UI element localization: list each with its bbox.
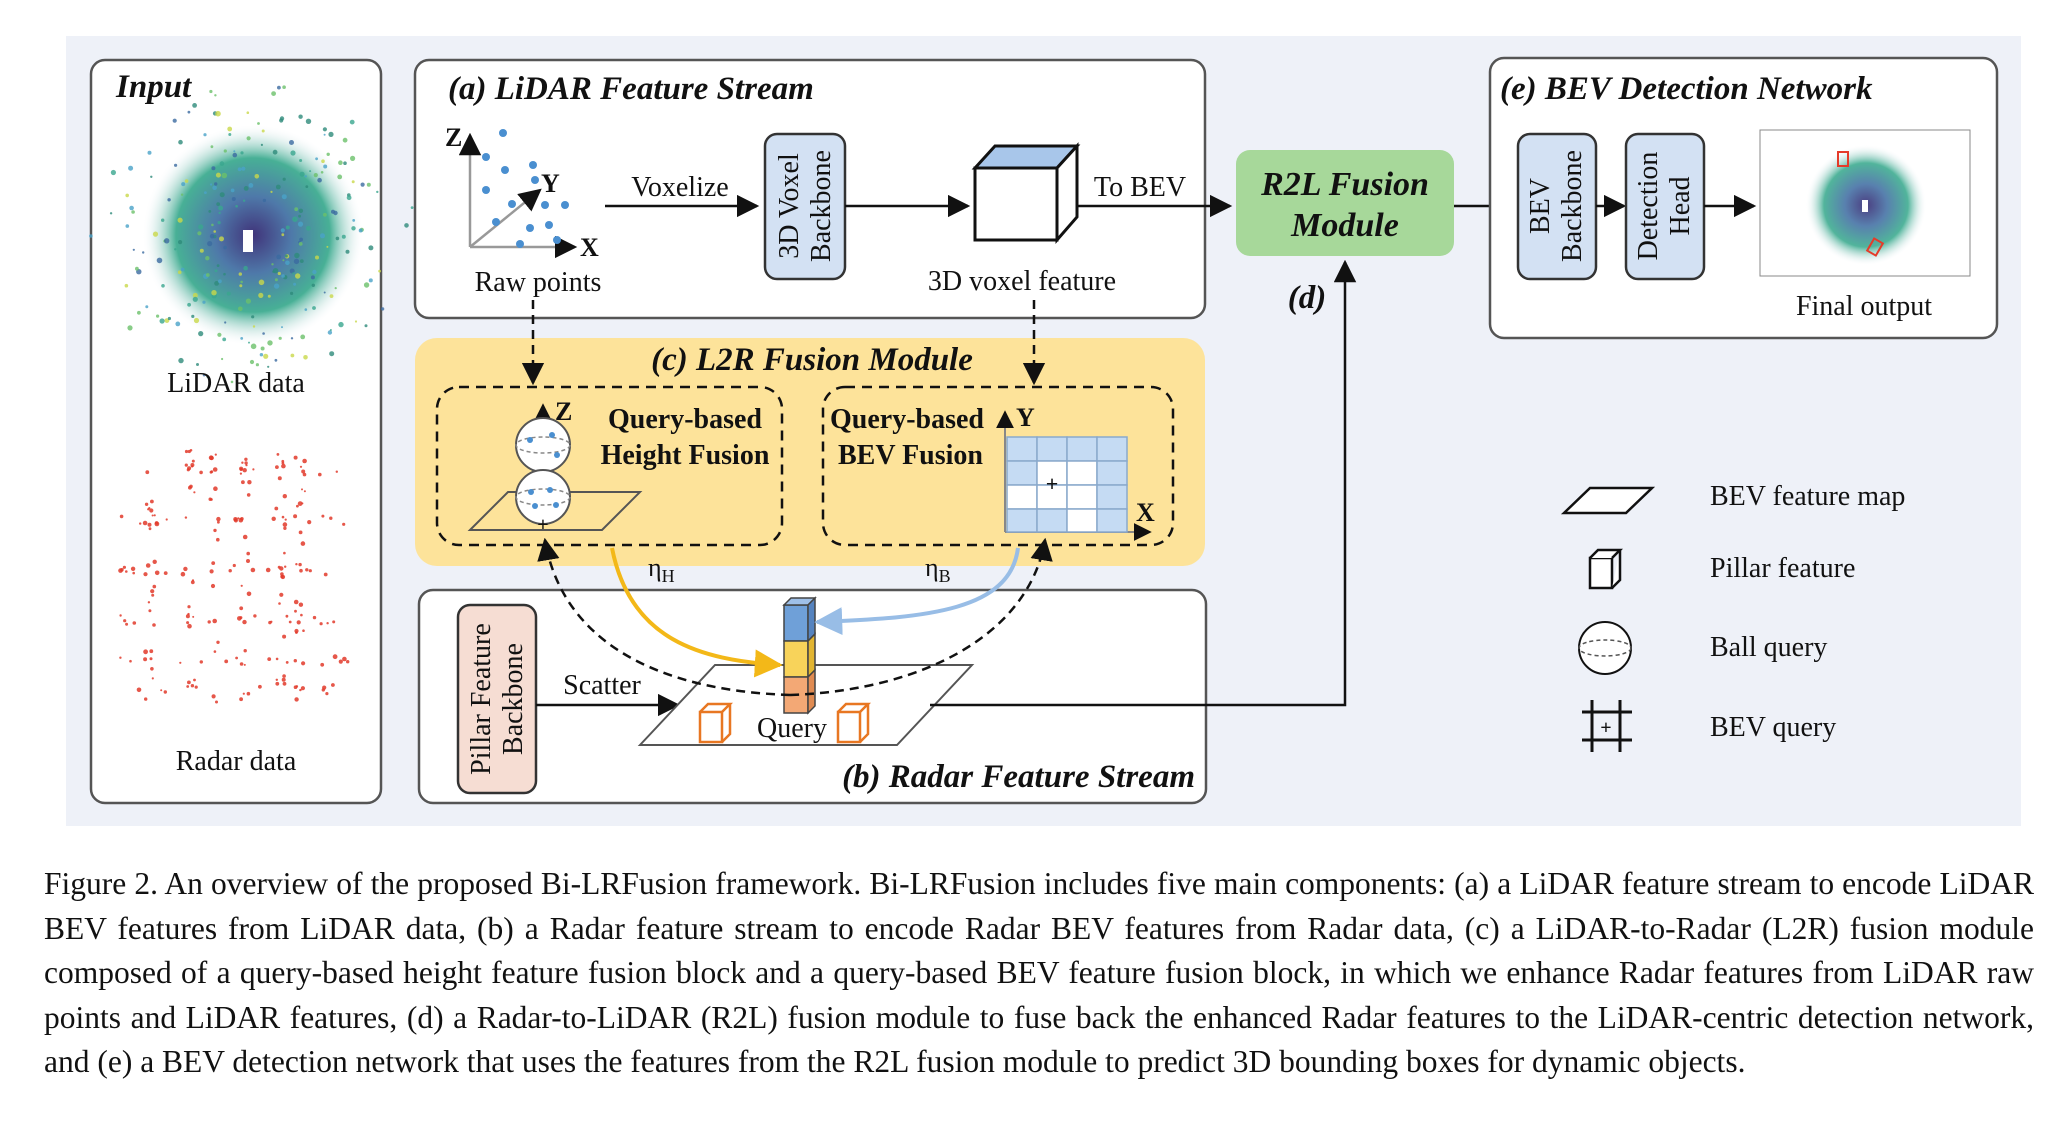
svg-text:Height Fusion: Height Fusion (601, 440, 770, 471)
framework-diagram: Input LiDAR data Radar data (a) LiDAR Fe… (66, 36, 2021, 826)
lidar-point-cloud-image (89, 85, 430, 384)
radar-feature-stream-panel: Pillar Feature Backbone Scatter Query (b… (417, 588, 1208, 805)
figure-caption: Figure 2. An overview of the proposed Bi… (44, 866, 2034, 1079)
svg-text:BEV: BEV (1525, 178, 1556, 234)
input-panel: Input LiDAR data Radar data (89, 58, 430, 805)
axis-y-label: Y (541, 169, 560, 198)
lidar-data-label: LiDAR data (167, 368, 305, 399)
svg-text:Backbone: Backbone (1557, 150, 1588, 262)
l2r-fusion-module-panel: (c) L2R Fusion Module Query-based Height… (415, 338, 1205, 566)
svg-text:Y: Y (1016, 403, 1035, 432)
raw-points-label: Raw points (475, 267, 602, 298)
bev-query-grid-icon: Y X + (996, 403, 1155, 541)
query-to-height-arc (537, 537, 791, 697)
radar-to-r2l-arrow (930, 259, 1357, 707)
svg-text:Query-based: Query-based (830, 404, 984, 435)
to-bev-label: To BEV (1094, 172, 1186, 203)
bev-fusion-box (821, 385, 1175, 547)
3d-voxel-cube-icon (971, 142, 1081, 245)
svg-text:Backbone: Backbone (806, 150, 837, 262)
bev-detection-network-panel: (e) BEV Detection Network BEV Backbone D… (1488, 56, 1999, 340)
height-fusion-box (435, 385, 784, 547)
bev-feature-arrow (814, 547, 1020, 636)
lidar-stream-title: (a) LiDAR Feature Stream (448, 71, 814, 107)
scatter-label: Scatter (563, 670, 641, 701)
axis-x-label: X (580, 233, 599, 262)
l2r-title: (c) L2R Fusion Module (651, 342, 973, 378)
legend-label-ball-query: Ball query (1710, 632, 1827, 663)
axis-z-label: Z (445, 123, 462, 152)
detection-head-block: Detection Head (1624, 132, 1706, 281)
radar-stream-title: (b) Radar Feature Stream (842, 759, 1195, 795)
bev-backbone-block: BEV Backbone (1516, 132, 1598, 281)
svg-text:Query-based: Query-based (608, 404, 762, 435)
ball-query-icon (1578, 621, 1632, 675)
lidar-feature-stream-panel: (a) LiDAR Feature Stream Z Y X Raw point… (413, 58, 1233, 320)
svg-text:Head: Head (1665, 176, 1696, 235)
legend-label-pillar-feature: Pillar feature (1710, 553, 1855, 584)
svg-text:Pillar Feature: Pillar Feature (466, 623, 497, 775)
bev-query-icon: + (1582, 700, 1632, 752)
svg-text:Backbone: Backbone (498, 643, 529, 755)
svg-text:+: + (1600, 717, 1611, 739)
bev-feature-map-icon (1560, 486, 1656, 515)
3d-voxel-backbone-block: 3D Voxel Backbone (763, 132, 847, 281)
pillar-feature-backbone-block: Pillar Feature Backbone (456, 603, 538, 795)
voxelize-label: Voxelize (631, 172, 728, 203)
r2l-fusion-module: R2L Fusion Module (1236, 150, 1454, 256)
radar-data-label: Radar data (176, 746, 297, 777)
query-label: Query (757, 713, 827, 744)
voxel-feature-label: 3D voxel feature (928, 266, 1116, 297)
query-to-bev-arc (789, 537, 1053, 697)
svg-text:X: X (1136, 498, 1155, 527)
svg-text:3D Voxel: 3D Voxel (774, 153, 805, 259)
pillar-feature-icon (1588, 548, 1624, 590)
svg-text:BEV Fusion: BEV Fusion (838, 440, 983, 471)
legend-label-bev-query: BEV query (1710, 712, 1836, 743)
final-output-label: Final output (1796, 291, 1932, 322)
svg-text:R2L Fusion: R2L Fusion (1260, 166, 1429, 203)
final-output-image (1759, 129, 1971, 277)
height-ball-query-icon: Z + (467, 397, 643, 536)
svg-text:Module: Module (1290, 207, 1399, 244)
height-feature-arrow (610, 547, 783, 678)
input-title: Input (115, 69, 192, 105)
radar-point-cloud-image (118, 449, 350, 704)
r2l-tag: (d) (1288, 280, 1326, 316)
legend: BEV feature map Pillar feature Ball quer… (1560, 481, 1905, 752)
raw-points-axes-icon: Z Y X (445, 123, 599, 262)
bev-detection-title: (e) BEV Detection Network (1500, 71, 1873, 107)
legend-label-bev-feature-map: BEV feature map (1710, 481, 1905, 512)
svg-text:Z: Z (555, 397, 572, 426)
eta-b-label: ηB (925, 553, 951, 586)
svg-text:Detection: Detection (1633, 152, 1664, 261)
svg-text:+: + (537, 514, 548, 536)
svg-text:+: + (1046, 471, 1059, 496)
eta-h-label: ηH (648, 553, 675, 586)
